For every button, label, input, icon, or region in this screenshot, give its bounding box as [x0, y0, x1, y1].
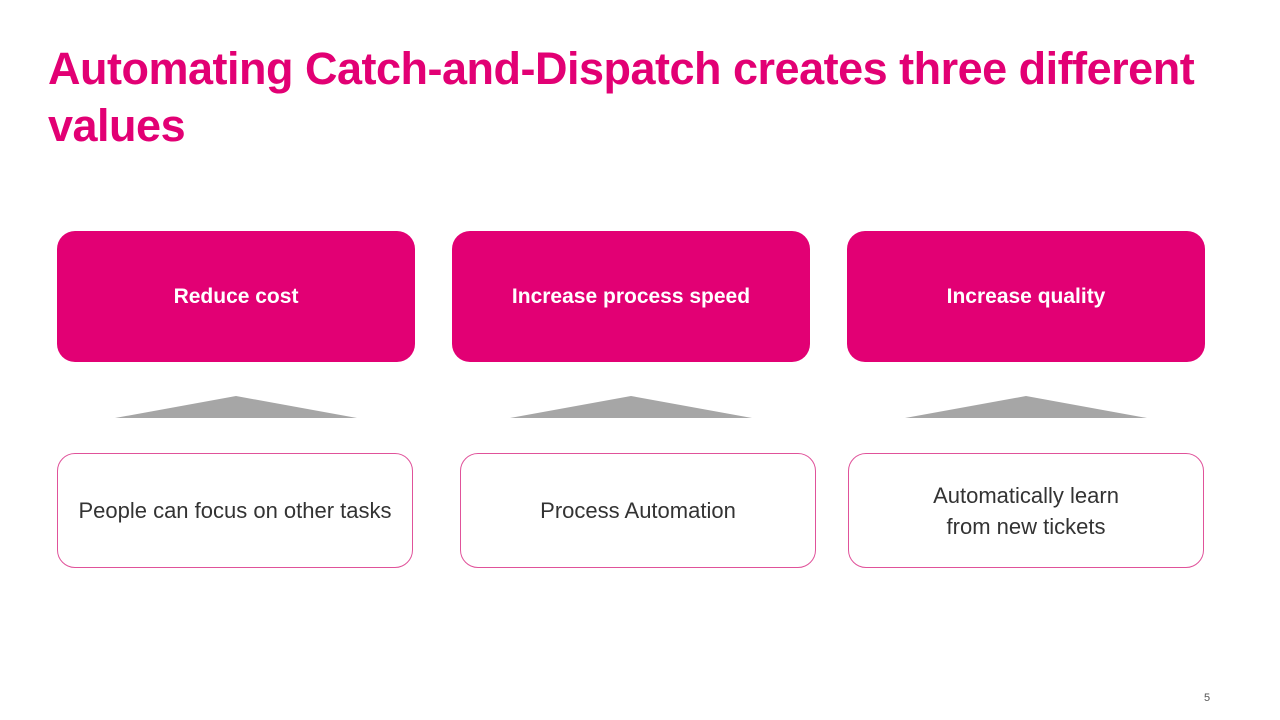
driver-box-learn: Automatically learn from new tickets	[848, 453, 1204, 568]
slide-title: Automating Catch-and-Dispatch creates th…	[48, 43, 1195, 151]
up-arrow-triangle-icon	[905, 396, 1147, 418]
value-label: Increase process speed	[511, 284, 751, 308]
driver-box-focus: People can focus on other tasks	[57, 453, 413, 568]
value-box-process-speed: Increase process speed	[452, 231, 810, 362]
driver-label: Process Automation	[540, 498, 736, 523]
up-arrow-triangle-icon	[115, 396, 357, 418]
driver-label: People can focus on other tasks	[78, 498, 392, 523]
driver-box-automation: Process Automation	[460, 453, 816, 568]
value-label: Reduce cost	[173, 284, 299, 308]
value-box-quality: Increase quality	[847, 231, 1205, 362]
up-arrow-triangle-icon	[510, 396, 752, 418]
driver-label: Automatically learn from new tickets	[933, 482, 1119, 539]
page-number: 5	[1204, 692, 1211, 704]
value-label: Increase quality	[946, 284, 1106, 308]
value-box-reduce-cost: Reduce cost	[57, 231, 415, 362]
